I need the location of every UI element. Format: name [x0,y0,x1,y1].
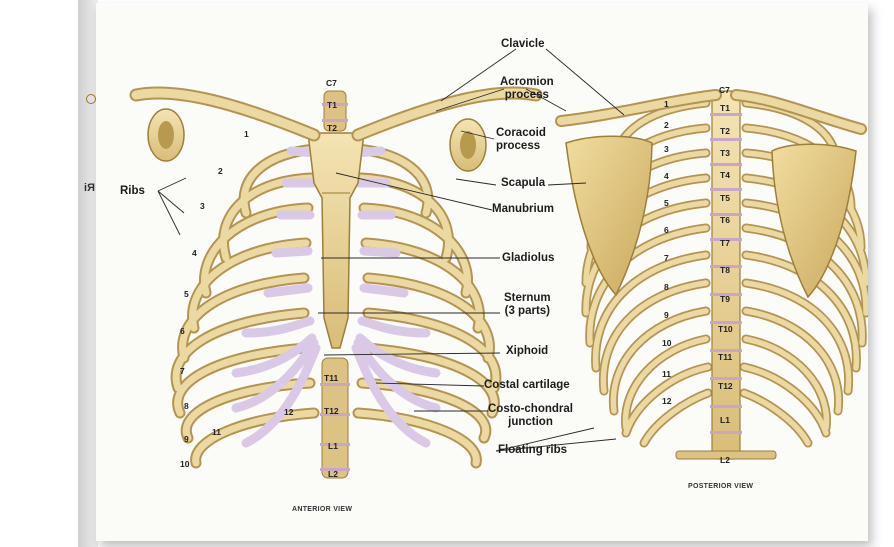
vertebra-label-t7-posterior: T7 [720,238,730,248]
vertebra-label-l1: L1 [328,441,338,451]
rib-number-posterior-4: 4 [664,171,669,181]
label-sternum: Sternum (3 parts) [504,292,551,317]
rib-number-4: 4 [192,248,197,258]
rib-number-posterior-7: 7 [664,253,669,263]
rib-number-posterior-8: 8 [664,282,669,292]
vertebra-label-l2-posterior: L2 [720,455,730,465]
vertebra-label-t6-posterior: T6 [720,215,730,225]
label-costo-chondral-junction: Costo-chondral junction [488,403,573,428]
anterior-ribcage [129,86,543,479]
side-edge-text: Ri [84,182,95,194]
rib-number-1: 1 [244,129,249,139]
rib-number-posterior-12: 12 [662,396,672,406]
rib-number-posterior-10: 10 [662,338,672,348]
label-floating-ribs: Floating ribs [498,444,567,456]
canvas-side-edge [78,0,98,547]
vertebra-label-t12-posterior: T12 [718,381,733,391]
vertebra-label-t4-posterior: T4 [720,170,730,180]
vertebra-label-c7-posterior: C7 [719,85,730,95]
vertebra-label-t1-posterior: T1 [720,103,730,113]
rib-number-2: 2 [218,166,223,176]
skeleton-illustration [129,48,868,479]
rib-number-12: 12 [284,407,294,417]
rib-number-posterior-1: 1 [664,99,669,109]
rib-number-9: 9 [184,434,189,444]
rib-number-10: 10 [180,459,190,469]
rib-number-3: 3 [200,201,205,211]
rib-number-8: 8 [184,401,189,411]
rib-number-7: 7 [180,366,185,376]
rib-number-posterior-6: 6 [664,225,669,235]
vertebra-label-l2: L2 [328,469,338,479]
vertebra-label-t2-posterior: T2 [720,126,730,136]
rib-number-5: 5 [184,289,189,299]
vertebra-label-t2: T2 [327,123,337,133]
leader-lines [157,48,625,452]
label-ribs: Ribs [120,185,145,197]
caption-posterior-view: POSTERIOR VIEW [688,483,754,490]
vertebra-label-t9-posterior: T9 [720,294,730,304]
logo-mark-icon [86,94,96,104]
caption-anterior-view: ANTERIOR VIEW [292,506,353,513]
label-acromion-process: Acromion process [500,76,554,101]
rib-number-posterior-11: 11 [662,369,671,379]
vertebra-label-l1-posterior: L1 [720,415,730,425]
vertebra-label-c7: C7 [326,78,337,88]
rib-number-posterior-2: 2 [664,120,669,130]
rib-number-6: 6 [180,326,185,336]
label-coracoid-process: Coracoid process [496,127,546,152]
rib-number-posterior-9: 9 [664,310,669,320]
vertebra-label-t10-posterior: T10 [718,324,733,334]
label-clavicle: Clavicle [501,38,545,50]
rib-number-11: 11 [212,427,221,437]
vertebra-label-t3-posterior: T3 [720,148,730,158]
label-gladiolus: Gladiolus [502,252,555,264]
label-scapula: Scapula [501,177,546,189]
vertebra-label-t12: T12 [324,406,339,416]
label-costal-cartilage: Costal cartilage [484,379,570,391]
label-xiphoid: Xiphoid [506,345,549,357]
rib-number-posterior-5: 5 [664,198,669,208]
rib-number-posterior-3: 3 [664,144,669,154]
vertebra-label-t11-posterior: T11 [718,352,733,362]
label-manubrium: Manubrium [492,203,554,215]
vertebra-label-t1: T1 [327,100,337,110]
posterior-ribcage [555,89,868,460]
vertebra-label-t8-posterior: T8 [720,265,730,275]
vertebra-label-t5-posterior: T5 [720,193,730,203]
vertebra-label-t11: T11 [324,373,339,383]
diagram-canvas: Clavicle Acromion process Coracoid proce… [96,3,868,541]
